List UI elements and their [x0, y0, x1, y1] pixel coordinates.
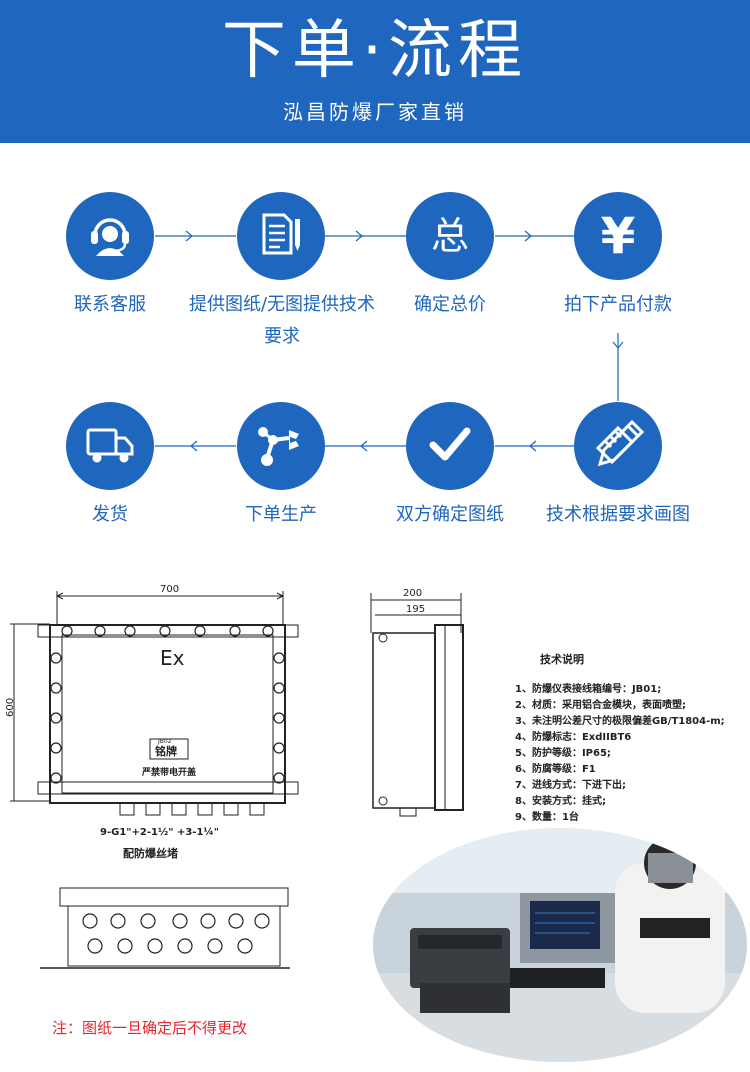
step-label-design: 技术根据要求画图 [546, 504, 690, 525]
tech-note-item: 1、防爆仪表接线箱编号：JB01; [515, 684, 662, 695]
office-photo [371, 826, 749, 1063]
step-circle-design [574, 402, 662, 490]
robot-arm-icon [255, 418, 307, 474]
nameplate-code: JB02 [157, 738, 172, 745]
step-circle-production [237, 402, 325, 490]
nameplate-label: 铭牌 [155, 744, 177, 758]
order-process-flow: 联系客服 提供图纸/无图提供技术要求 总 确定总价 ¥ 拍下产品付款 [0, 143, 750, 563]
page-title: 下单·流程 [221, 14, 529, 88]
step-label-production: 下单生产 [245, 504, 317, 525]
dim-depth-inner: 195 [406, 604, 425, 615]
step-label-shipping: 发货 [92, 504, 128, 525]
dim-width: 700 [160, 584, 179, 595]
step-circle-confirm [406, 402, 494, 490]
tech-note-item: 8、安装方式：挂式; [515, 796, 606, 807]
tech-note-item: 6、防腐等级：F1 [515, 764, 596, 775]
dim-depth-outer: 200 [403, 588, 422, 599]
ruler-pencil-icon [592, 418, 645, 474]
flow-connectors [155, 230, 624, 452]
tech-note-item: 2、材质：采用铝合金模块，表面喷塑; [515, 700, 686, 711]
step-label-payment: 拍下产品付款 [564, 294, 672, 315]
ex-mark: Ex [160, 646, 185, 670]
tech-note-item: 9、数量：1台 [515, 812, 579, 823]
thread-spec: 9-G1"+2-1½" +3-1¼" [100, 826, 219, 838]
plug-text: 配防爆丝堵 [123, 846, 178, 860]
page-subtitle: 泓昌防爆厂家直销 [283, 100, 467, 124]
step-label-price: 确定总价 [414, 294, 486, 315]
step-circle-price: 总 [406, 192, 494, 280]
checkmark-icon [425, 419, 475, 473]
step-circle-payment: ¥ [574, 192, 662, 280]
step-circle-shipping [66, 402, 154, 490]
tech-note-item: 5、防护等级：IP65; [515, 748, 611, 759]
step-label-contact: 联系客服 [74, 294, 146, 315]
tech-note-item: 7、进线方式：下进下出; [515, 780, 626, 791]
total-text-icon: 总 [430, 214, 469, 258]
step-circle-contact [66, 192, 154, 280]
step-circle-drawings [237, 192, 325, 280]
tech-notes-title: 技术说明 [540, 653, 584, 666]
step-label-confirm: 双方确定图纸 [396, 504, 504, 525]
tech-note-item: 3、未注明公差尺寸的极限偏差GB/T1804-m; [515, 716, 725, 727]
step-label-drawings: 提供图纸/无图提供技术要求 [188, 294, 376, 347]
tech-note-item: 4、防爆标志：ExdIIBT6 [515, 732, 632, 743]
drawing-change-note: 注：图纸一旦确定后不得更改 [52, 1019, 248, 1037]
tech-notes-list: 1、防爆仪表接线箱编号：JB01; 2、材质：采用铝合金模块，表面喷塑; 3、未… [515, 682, 750, 826]
header-banner: 下单·流程 泓昌防爆厂家直销 [0, 0, 750, 143]
yen-icon: ¥ [600, 207, 636, 265]
technical-drawing: 700 600 200 195 Ex JB02 铭牌 严禁带电开盖 9-G1"+… [5, 584, 464, 969]
truck-icon [84, 418, 136, 474]
headset-icon [85, 209, 135, 263]
warning-text: 严禁带电开盖 [141, 766, 196, 778]
document-pen-icon [256, 209, 306, 263]
dim-height: 600 [5, 698, 16, 717]
